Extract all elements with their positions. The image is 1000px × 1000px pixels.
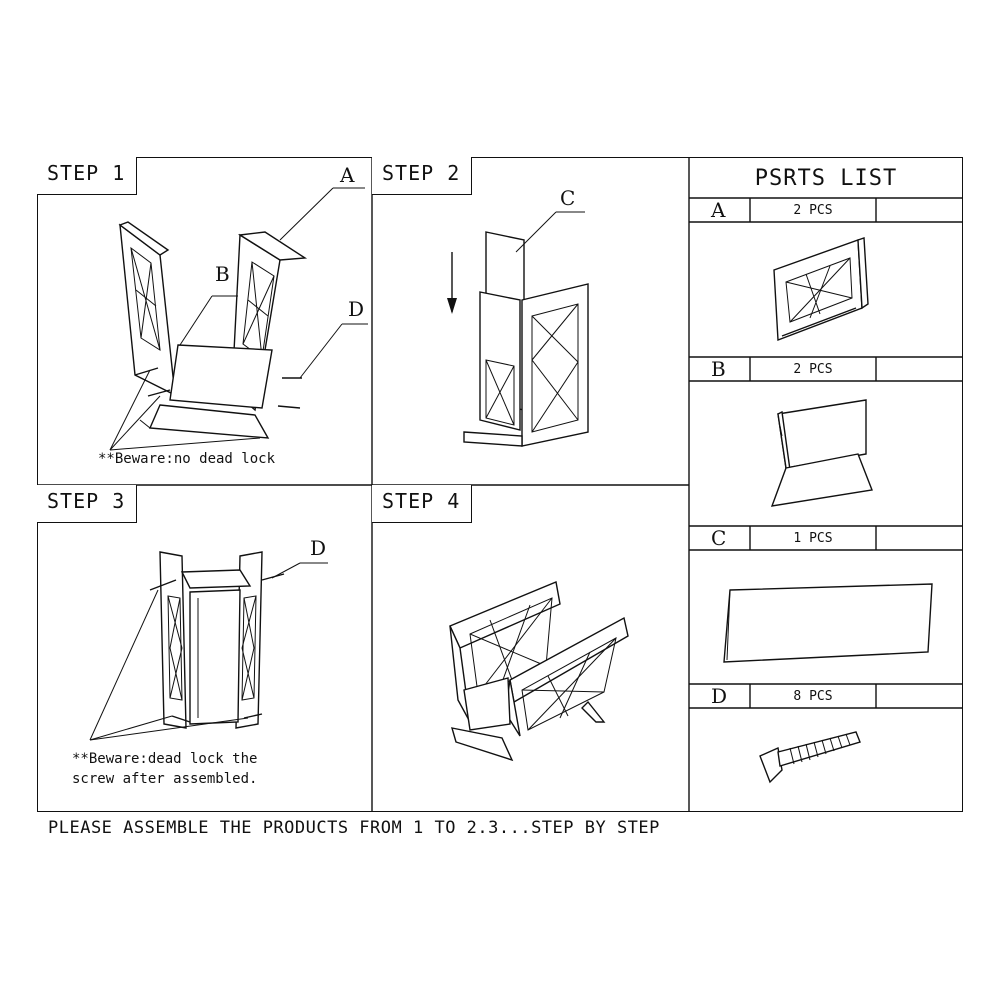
part-a-qty: 2 PCS	[793, 203, 833, 218]
step-1-callout-a: A	[340, 163, 355, 187]
footer-instruction: PLEASE ASSEMBLE THE PRODUCTS FROM 1 TO 2…	[48, 818, 660, 838]
step-2-callout-c: C	[560, 186, 576, 210]
step-3-note-line-1: **Beware:dead lock the	[72, 751, 258, 767]
step-1-callout-b: B	[215, 262, 230, 286]
part-d-letter: D	[711, 684, 728, 708]
part-a-letter: A	[711, 198, 726, 222]
base-board-icon	[770, 399, 873, 507]
step-1-callout-d: D	[348, 297, 365, 321]
step-1-label: STEP 1	[37, 157, 137, 195]
part-b-letter: B	[711, 357, 726, 381]
flat-board-icon	[723, 583, 933, 663]
step-4-label: STEP 4	[372, 485, 472, 523]
part-b-qty: 2 PCS	[793, 362, 833, 377]
part-c-letter: C	[711, 526, 727, 550]
step-2-label: STEP 2	[372, 157, 472, 195]
screw-icon	[759, 731, 861, 784]
step-1-note: **Beware:no dead lock	[98, 451, 276, 467]
step-3-note-line-2: screw after assembled.	[72, 771, 258, 787]
parts-list-title: PSRTS LIST	[754, 166, 898, 191]
part-d-qty: 8 PCS	[793, 689, 833, 704]
step-3-callout-d: D	[310, 536, 327, 560]
step-3-label: STEP 3	[37, 485, 137, 523]
part-c-qty: 1 PCS	[793, 531, 833, 546]
lattice-side-panel-icon	[773, 237, 869, 341]
